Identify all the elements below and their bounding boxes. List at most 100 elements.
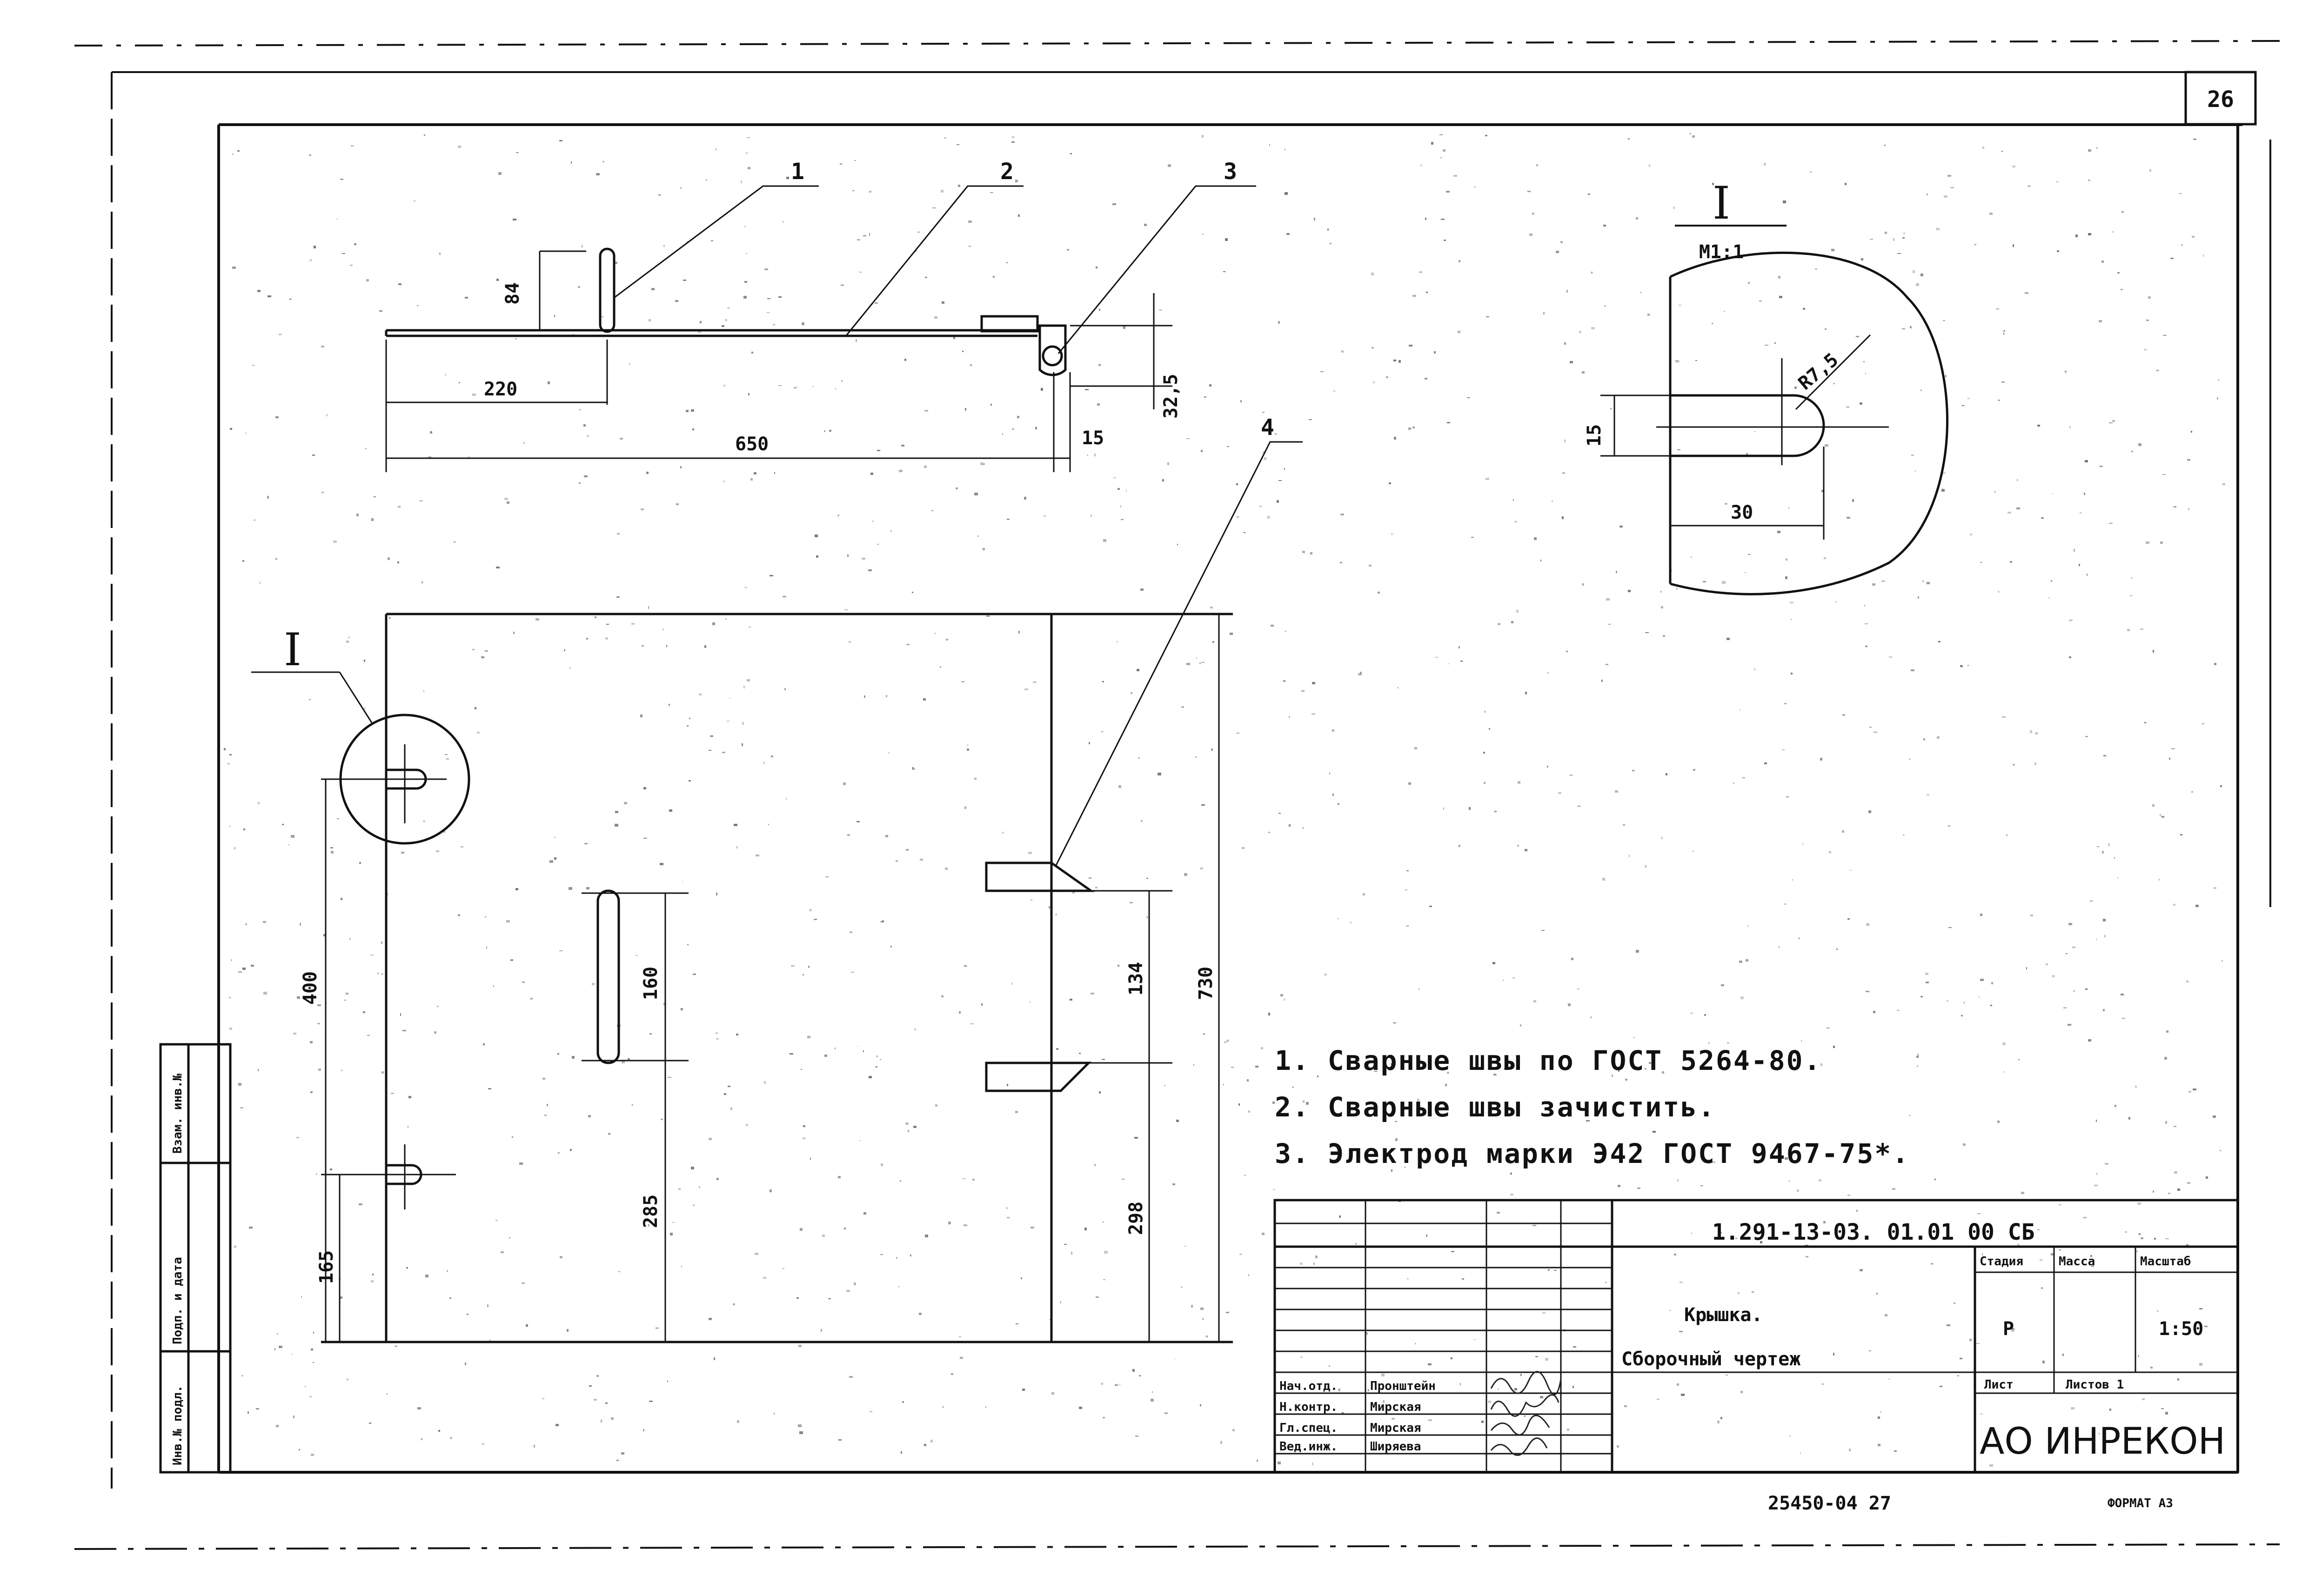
scan-speck — [837, 514, 839, 516]
scan-speck — [318, 1068, 321, 1071]
scan-speck — [1856, 336, 1859, 337]
bottom-number: 25450-04 27 — [1768, 1493, 1891, 1514]
scan-speck — [1602, 878, 1605, 881]
dim-134: 134 — [1125, 962, 1147, 995]
scan-speck — [778, 385, 782, 386]
scan-speck — [1412, 295, 1416, 297]
scan-speck — [1135, 1436, 1138, 1437]
scan-speck — [263, 992, 267, 995]
scan-speck — [268, 295, 271, 297]
scan-speck — [245, 923, 247, 925]
scan-speck — [1113, 477, 1116, 478]
page-number-box: 26 — [2184, 71, 2257, 126]
scan-speck — [1497, 1212, 1500, 1214]
scan-speck — [869, 233, 870, 236]
scan-speck — [1726, 1375, 1728, 1376]
scan-speck — [1486, 316, 1489, 317]
scan-speck — [2103, 1009, 2105, 1011]
scan-speck — [1803, 308, 1805, 310]
scan-speck — [1944, 195, 1947, 198]
scan-speck — [699, 1186, 700, 1188]
scan-speck — [1878, 1444, 1880, 1446]
scan-speck — [1225, 238, 1228, 241]
scan-speck — [2109, 523, 2113, 524]
scan-speck — [234, 847, 235, 849]
scan-speck — [1134, 1137, 1138, 1139]
scan-speck — [946, 639, 948, 641]
scan-speck — [798, 1345, 802, 1347]
scan-speck — [1458, 331, 1460, 333]
scan-speck — [1569, 775, 1573, 776]
scan-speck — [530, 998, 533, 1000]
scan-speck — [2203, 254, 2204, 257]
scan-speck — [1044, 515, 1046, 517]
scan-speck — [881, 1163, 883, 1166]
scan-speck — [2109, 1409, 2111, 1411]
scan-speck — [2125, 1231, 2127, 1233]
scan-speck — [1747, 925, 1748, 927]
scan-speck — [1980, 979, 1984, 981]
scan-speck — [875, 302, 878, 304]
scan-speck — [1617, 1445, 1619, 1448]
scan-speck — [724, 1093, 726, 1095]
scan-speck — [1272, 1102, 1275, 1104]
scan-speck — [898, 1286, 899, 1287]
scan-speck — [1922, 580, 1924, 582]
dim-285: 285 — [640, 1195, 662, 1228]
sheet-frame — [74, 40, 2280, 1550]
scan-speck — [1586, 1120, 1590, 1122]
scan-speck — [348, 637, 350, 638]
scan-speck — [1954, 1302, 1955, 1304]
scan-speck — [863, 1050, 864, 1052]
scan-speck — [1169, 411, 1171, 412]
scan-speck — [746, 253, 747, 254]
scan-speck — [770, 575, 773, 576]
scan-speck — [1099, 309, 1100, 311]
scan-speck — [990, 192, 993, 193]
role-2: Н.контр. — [1279, 1400, 1338, 1414]
scan-speck — [676, 503, 679, 505]
scan-speck — [2114, 857, 2115, 859]
scan-speck — [704, 645, 706, 648]
scan-speck — [746, 153, 748, 154]
scale-value: 1:50 — [2159, 1318, 2203, 1340]
scan-speck — [1913, 270, 1915, 273]
scan-speck — [662, 628, 664, 630]
scan-speck — [317, 1004, 321, 1006]
scan-speck — [2099, 466, 2103, 467]
scan-speck — [487, 1304, 488, 1307]
scan-speck — [1255, 1066, 1258, 1068]
scan-speck — [346, 993, 348, 995]
scan-speck — [1798, 938, 1800, 939]
scan-speck — [660, 863, 663, 865]
scan-speck — [2152, 804, 2155, 807]
detail-view — [1600, 225, 1948, 595]
scan-speck — [1865, 373, 1866, 374]
note-3: 3. Электрод марки Э42 ГОСТ 9467-75*. — [1275, 1138, 1910, 1169]
scan-speck — [1884, 145, 1886, 146]
name-4: Ширяева — [1370, 1440, 1421, 1454]
scan-speck — [1525, 692, 1527, 694]
scan-speck — [2051, 1253, 2054, 1255]
scan-speck — [2164, 1057, 2167, 1060]
dim-15: 15 — [1082, 427, 1104, 449]
company-name: АО ИНРЕКОН — [1980, 1421, 2225, 1462]
scan-speck — [2188, 508, 2189, 510]
scan-speck — [1674, 1254, 1676, 1255]
scan-speck — [1981, 562, 1982, 563]
scan-speck — [1310, 552, 1312, 554]
scan-speck — [1745, 572, 1746, 573]
scan-speck — [912, 592, 913, 593]
scan-speck — [709, 1318, 712, 1320]
scan-speck — [554, 857, 556, 860]
scan-speck — [1591, 272, 1593, 274]
scan-speck — [321, 492, 324, 493]
scan-speck — [1645, 632, 1649, 633]
scan-speck — [699, 694, 702, 695]
scan-speck — [1582, 583, 1584, 586]
scan-speck — [1874, 731, 1877, 733]
scan-speck — [2007, 512, 2011, 514]
scan-speck — [1512, 977, 1515, 979]
scan-speck — [401, 852, 404, 854]
scan-speck — [449, 1297, 451, 1299]
